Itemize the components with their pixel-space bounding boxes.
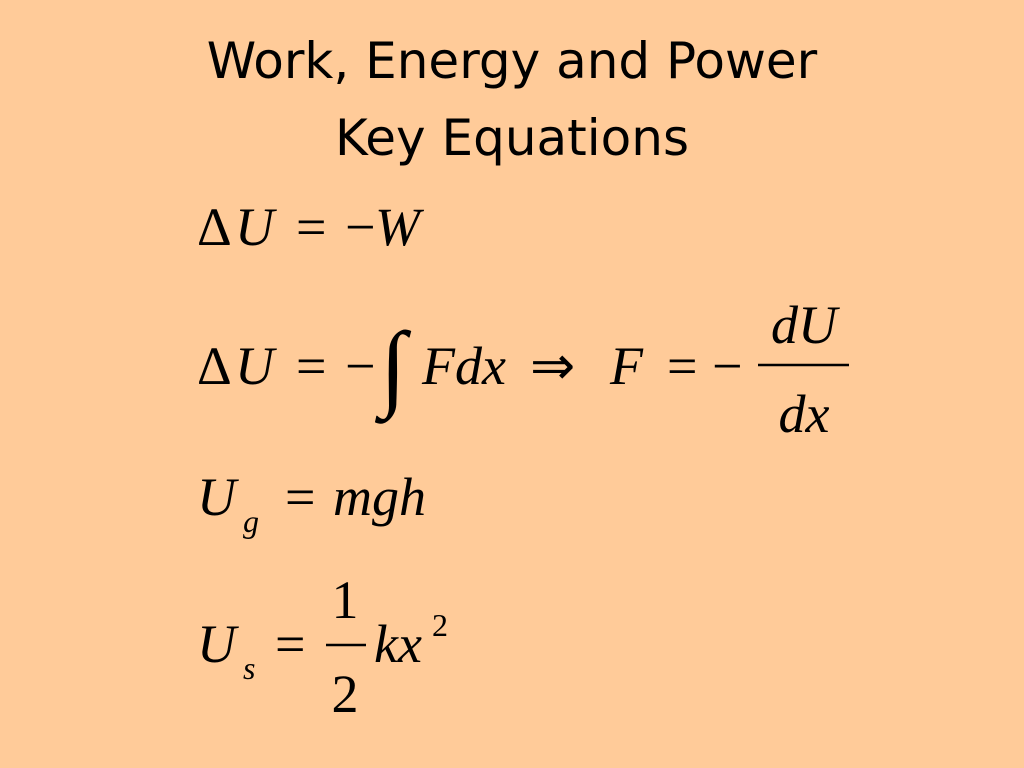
eq4-fraction-denominator: 2 — [332, 664, 359, 724]
eq1-delta: Δ — [197, 197, 232, 257]
slide-title-line-1: Work, Energy and Power — [206, 32, 818, 90]
eq2-force-variable: F — [609, 336, 644, 396]
eq2-equals-sign-2: = — [667, 336, 697, 396]
slide-title-line-2: Key Equations — [334, 109, 690, 167]
eq2-minus-sign: − — [345, 336, 375, 396]
eq4-subscript: s — [243, 650, 255, 686]
eq4-equals-sign: = — [275, 614, 305, 674]
eq2-fraction-denominator: dx — [779, 384, 830, 444]
eq2-implies-arrow: ⇒ — [530, 336, 575, 396]
eq2-equals-sign: = — [296, 336, 326, 396]
eq4-variable: U — [197, 614, 239, 674]
eq1-minus-sign: − — [345, 197, 375, 257]
eq4-exponent: 2 — [432, 607, 448, 643]
eq2-delta: Δ — [197, 336, 232, 396]
equation-force-from-potential: Δ U = − ∫ Fdx ⇒ F = − dU dx — [197, 295, 849, 444]
eq1-rhs-variable: W — [375, 197, 425, 257]
eq1-equals-sign: = — [296, 197, 326, 257]
eq2-lhs-variable: U — [235, 336, 277, 396]
eq3-subscript: g — [243, 503, 259, 539]
equation-gravitational-potential: U g = mgh — [197, 467, 426, 539]
equation-spring-potential: U s = 1 2 kx 2 — [197, 570, 448, 724]
equation-potential-energy-work: Δ U = − W — [197, 197, 425, 257]
eq3-equals-sign: = — [285, 467, 315, 527]
eq2-fraction-numerator: dU — [771, 295, 840, 355]
eq3-rhs: mgh — [333, 467, 426, 527]
eq2-integrand: Fdx — [421, 336, 506, 396]
eq4-fraction-numerator: 1 — [332, 570, 359, 630]
eq1-lhs-variable: U — [235, 197, 277, 257]
eq3-variable: U — [197, 467, 239, 527]
eq2-integral-sign: ∫ — [374, 312, 412, 424]
eq2-minus-sign-2: − — [712, 336, 742, 396]
eq4-rhs: kx — [374, 614, 422, 674]
